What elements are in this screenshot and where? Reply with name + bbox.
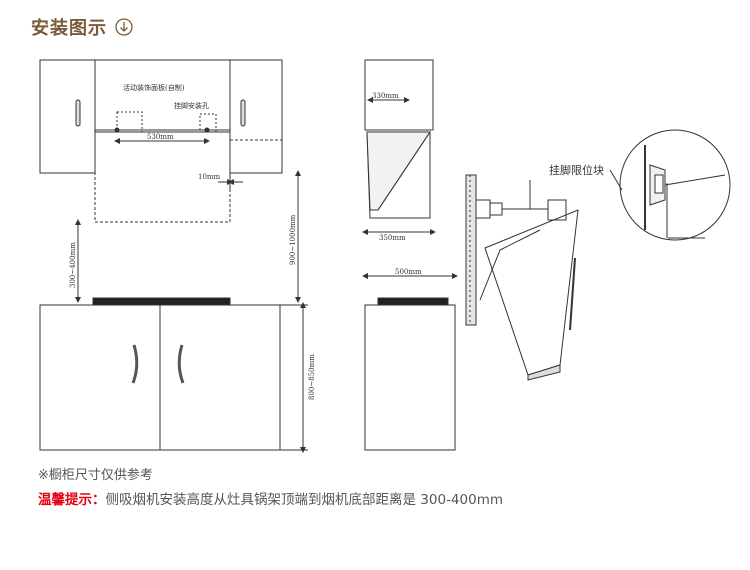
cooktop	[92, 297, 231, 306]
front-view	[39, 59, 308, 453]
install-tip: 温馨提示：侧吸烟机安装高度从灶具锅架顶端到烟机底部距离是 300-400mm	[38, 488, 503, 508]
lower-left-handle	[131, 344, 139, 384]
upper-left-handle	[75, 99, 81, 127]
limit-block-label: 挂脚限位块	[549, 163, 604, 177]
detail-view	[465, 129, 731, 381]
cabinet-size-note: ※橱柜尺寸仅供参考	[38, 468, 153, 483]
section-header: 安装图示	[31, 14, 133, 40]
wall	[465, 174, 477, 326]
upper-right-handle	[240, 99, 246, 127]
upper-cabinet-left	[39, 59, 96, 174]
side-upper-cabinet	[364, 59, 434, 131]
dim-530-label: 530mm	[147, 133, 174, 141]
zoom-circle	[619, 129, 731, 241]
decor-panel	[94, 59, 231, 131]
dim-500-label: 500mm	[395, 268, 422, 276]
dim-350-label: 350mm	[379, 234, 406, 242]
side-view	[362, 59, 458, 451]
dim-10-label: 10mm	[198, 173, 221, 181]
tip-text: 侧吸烟机安装高度从灶具锅架顶端到烟机底部距离是 300-400mm	[105, 492, 504, 508]
dim-900-1000-label: 900~1000mm	[289, 214, 297, 265]
dim-800-850-label: 800~850mm	[308, 354, 316, 400]
upper-cabinet-right	[229, 59, 283, 174]
installation-diagram: 活动装饰面板(自制) 挂脚安装孔 530mm 10mm 900~1000mm 3…	[39, 59, 731, 453]
arrow-down-circle-icon	[115, 18, 133, 36]
dim-330-label: 330mm	[372, 92, 399, 100]
dim-300-400-label: 300~400mm	[69, 242, 77, 288]
side-cooktop	[377, 297, 449, 306]
lower-right-handle	[177, 344, 185, 384]
left-bracket	[116, 111, 143, 133]
mount-bracket	[479, 229, 541, 301]
side-lower-cabinet	[364, 304, 456, 451]
decor-panel-label: 活动装饰面板(自制)	[123, 83, 185, 92]
tip-label: 温馨提示：	[38, 492, 106, 508]
mount-hole-label: 挂脚安装孔	[174, 101, 209, 110]
section-title: 安装图示	[31, 18, 107, 39]
